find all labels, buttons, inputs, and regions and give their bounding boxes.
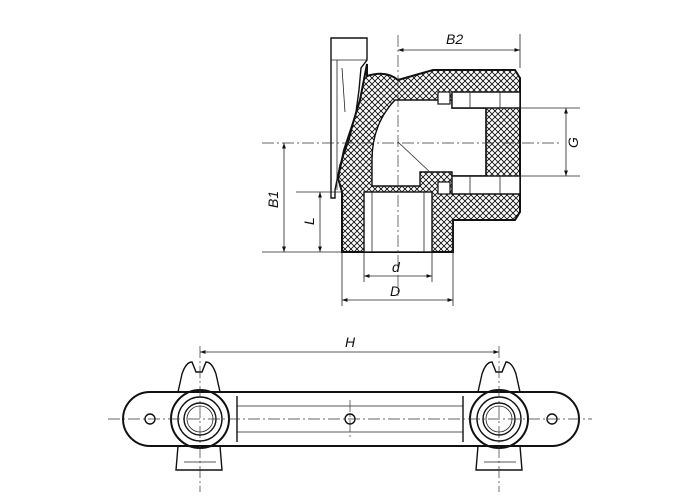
front-view — [108, 346, 592, 492]
label-d-large: D — [390, 283, 400, 299]
dimension-g: G — [486, 107, 581, 177]
label-b1: B1 — [265, 191, 281, 208]
seal-ring-bottom — [437, 181, 451, 195]
label-b2: B2 — [446, 31, 463, 47]
dimension-h: H — [200, 334, 499, 354]
dimension-b2: B2 — [398, 31, 521, 68]
dimension-l: L — [296, 191, 342, 252]
label-l: L — [301, 217, 317, 225]
label-d-small: d — [392, 259, 401, 275]
seal-ring-top — [437, 91, 451, 105]
label-g: G — [565, 137, 581, 148]
dimension-b1: B1 — [262, 143, 342, 253]
dimension-d-small: d — [363, 252, 433, 282]
dimension-d-large: D — [341, 220, 454, 306]
section-view — [262, 35, 560, 296]
label-h: H — [345, 334, 356, 350]
